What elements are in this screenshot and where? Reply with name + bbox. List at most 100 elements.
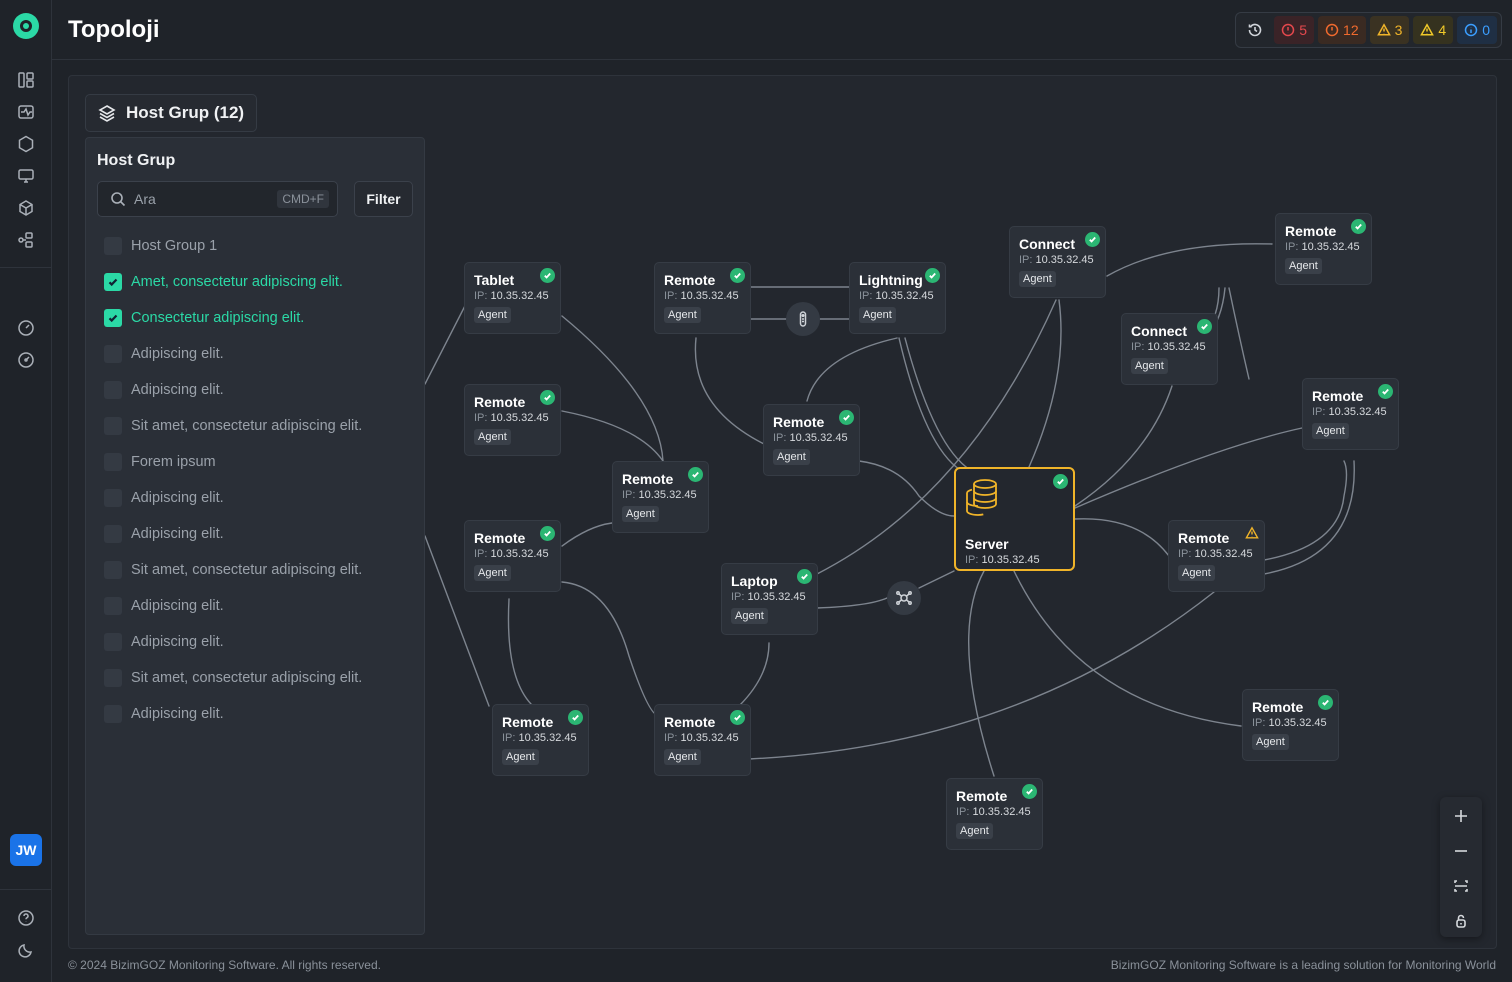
checkbox[interactable] (104, 489, 122, 507)
agent-tag: Agent (1252, 734, 1289, 750)
filter-button[interactable]: Filter (354, 181, 413, 217)
host-group-item[interactable]: Adipiscing elit. (104, 516, 419, 552)
checkbox[interactable] (104, 417, 122, 435)
checkbox[interactable] (104, 597, 122, 615)
host-group-item[interactable]: Sit amet, consectetur adipiscing elit. (104, 552, 419, 588)
host-group-item[interactable]: Amet, consectetur adipiscing elit. (104, 264, 419, 300)
logo-icon[interactable] (13, 13, 39, 39)
node-ip: IP: 10.35.32.45 (474, 290, 551, 302)
agent-tag: Agent (622, 506, 659, 522)
checkbox[interactable] (104, 705, 122, 723)
network-hub-icon[interactable] (887, 581, 921, 615)
host-group-item[interactable]: Adipiscing elit. (104, 588, 419, 624)
search-input[interactable]: Ara CMD+F (97, 181, 338, 217)
alert-badge[interactable]: 12 (1318, 16, 1366, 44)
host-group-item[interactable]: Forem ipsum (104, 444, 419, 480)
checkbox[interactable] (104, 309, 122, 327)
hexagon-icon[interactable] (16, 134, 36, 154)
status-ok-icon (925, 268, 940, 283)
speedometer-icon[interactable] (16, 350, 36, 370)
host-group-button[interactable]: Host Grup (12) (85, 94, 258, 132)
ip-label: IP: (1252, 717, 1266, 729)
monitor-activity-icon[interactable] (16, 102, 36, 122)
server-ip-value: 10.35.32.45 (981, 554, 1040, 566)
host-group-item[interactable]: Adipiscing elit. (104, 372, 419, 408)
agent-tag: Agent (1178, 565, 1215, 581)
zoom-in-button[interactable] (1440, 800, 1482, 832)
host-group-item[interactable]: Adipiscing elit. (104, 336, 419, 372)
status-ok-icon (1085, 232, 1100, 247)
avatar[interactable]: JW (10, 834, 42, 866)
alert-badge[interactable]: 5 (1274, 16, 1315, 44)
checkbox[interactable] (104, 345, 122, 363)
checkbox[interactable] (104, 561, 122, 579)
host-group-item[interactable]: Consectetur adipiscing elit. (104, 300, 419, 336)
fit-view-button[interactable] (1440, 870, 1482, 902)
checkbox[interactable] (104, 633, 122, 651)
host-group-item-label: Sit amet, consectetur adipiscing elit. (131, 418, 363, 434)
status-ok-icon (1351, 219, 1366, 234)
status-ok-icon (540, 526, 555, 541)
node-name: Connect (1131, 323, 1187, 339)
node-name: Laptop (731, 573, 778, 589)
history-button[interactable] (1240, 16, 1270, 44)
host-group-item-label: Adipiscing elit. (131, 634, 224, 650)
checkbox[interactable] (104, 453, 122, 471)
topology-canvas[interactable]: Host Grup (12) Host Grup Ara CMD+F Filte… (68, 75, 1497, 949)
alert-badge[interactable]: 0 (1457, 16, 1497, 44)
host-group-item[interactable]: Adipiscing elit. (104, 480, 419, 516)
host-group-item[interactable]: Host Group 1 (104, 228, 419, 264)
node-ip-value: 10.35.32.45 (875, 290, 934, 302)
checkbox[interactable] (104, 669, 122, 687)
node-ip: IP: 10.35.32.45 (1312, 406, 1389, 418)
alert-count: 5 (1299, 22, 1308, 38)
host-group-item-label: Consectetur adipiscing elit. (131, 310, 305, 326)
sidebar: JW (0, 0, 52, 982)
gauge-icon[interactable] (16, 318, 36, 338)
alert-badge[interactable]: 4 (1413, 16, 1454, 44)
moon-icon[interactable] (16, 940, 36, 960)
footer-copyright: © 2024 BizimGOZ Monitoring Software. All… (68, 958, 381, 972)
status-warning-icon (1245, 526, 1259, 539)
dashboard-icon[interactable] (16, 70, 36, 90)
box-icon[interactable] (16, 198, 36, 218)
host-group-item[interactable]: Sit amet, consectetur adipiscing elit. (104, 660, 419, 696)
host-group-item-label: Forem ipsum (131, 454, 216, 470)
node-name: Tablet (474, 272, 515, 288)
topology-icon[interactable] (16, 230, 36, 250)
checkbox[interactable] (104, 381, 122, 399)
server-node[interactable]: Server IP: 10.35.32.45 (954, 467, 1075, 571)
help-icon[interactable] (16, 908, 36, 928)
host-group-item[interactable]: Adipiscing elit. (104, 696, 419, 732)
remote-control-icon[interactable] (786, 302, 820, 336)
alert-badge[interactable]: 3 (1369, 16, 1410, 44)
desktop-icon[interactable] (16, 166, 36, 186)
status-ok-icon (1053, 474, 1068, 489)
host-group-item[interactable]: Sit amet, consectetur adipiscing elit. (104, 408, 419, 444)
info-circle-icon (1464, 23, 1478, 37)
checkbox[interactable] (104, 237, 122, 255)
checkbox[interactable] (104, 273, 122, 291)
lock-button[interactable] (1440, 905, 1482, 937)
checkbox[interactable] (104, 525, 122, 543)
host-group-item[interactable]: Adipiscing elit. (104, 624, 419, 660)
lock-icon (1456, 914, 1466, 928)
zoom-out-button[interactable] (1440, 835, 1482, 867)
